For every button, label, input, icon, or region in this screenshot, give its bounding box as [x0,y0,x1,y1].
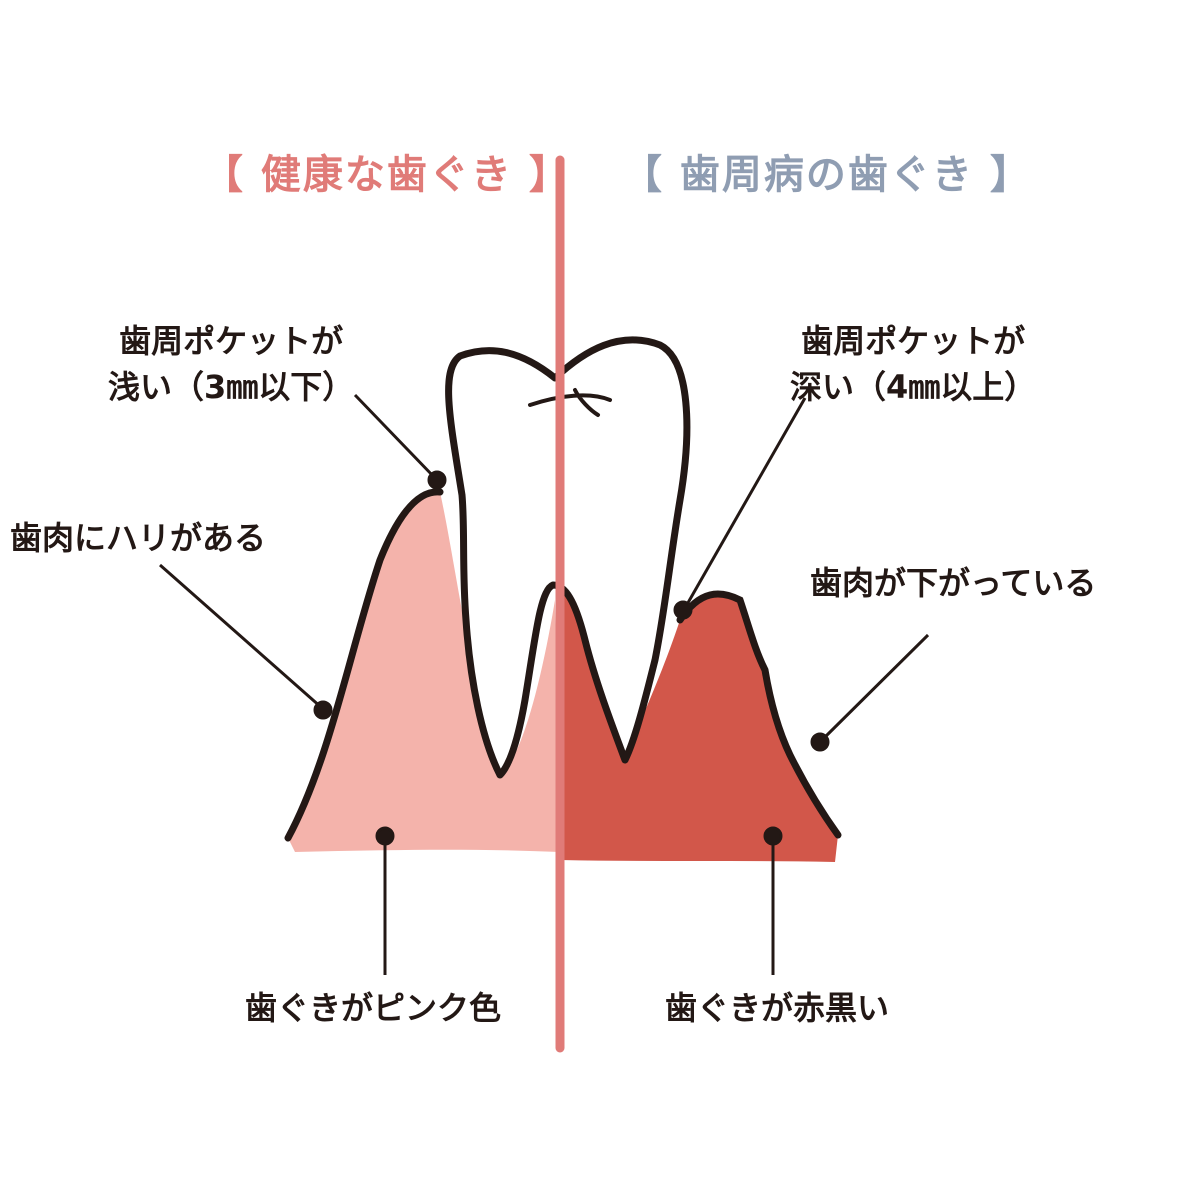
label-disease-pocket-line1: 歯周ポケットが [801,322,1026,360]
diseased-gum-outline [676,590,842,839]
label-healthy-pocket-line2: 浅い（3㎜以下） [108,368,355,406]
leader-disease-recede [820,633,930,742]
dot-disease-recede [810,732,830,752]
label-healthy-firm: 歯肉にハリがある [10,519,267,557]
dot-disease-color [763,826,783,846]
periodontal-gum-heading: 【 歯周病の歯ぐき 】 [622,152,1032,198]
label-disease-pocket-line2: 深い（4㎜以上） [790,368,1037,406]
leader-disease-pocket [683,397,807,609]
diseased-gum [560,590,838,862]
label-healthy-pocket: 歯周ポケットが 浅い（3㎜以下） [108,318,354,410]
dot-healthy-firm [313,700,333,720]
leader-healthy-pocket [353,393,437,480]
label-disease-pocket: 歯周ポケットが 深い（4㎜以上） [790,318,1036,410]
dot-disease-pocket [673,600,693,620]
dot-healthy-pocket [427,470,447,490]
label-disease-color: 歯ぐきが赤黒い [665,989,890,1027]
healthy-gum-heading: 【 健康な歯ぐき 】 [203,152,571,198]
healthy-gum-outline [284,488,444,842]
label-disease-recede: 歯肉が下がっている [810,564,1097,602]
tooth-groove [528,388,612,417]
leader-healthy-firm [159,563,323,710]
dot-healthy-color [375,826,395,846]
label-healthy-pocket-line1: 歯周ポケットが [119,322,344,360]
tooth-outline [445,336,691,779]
label-healthy-color: 歯ぐきがピンク色 [245,989,502,1027]
